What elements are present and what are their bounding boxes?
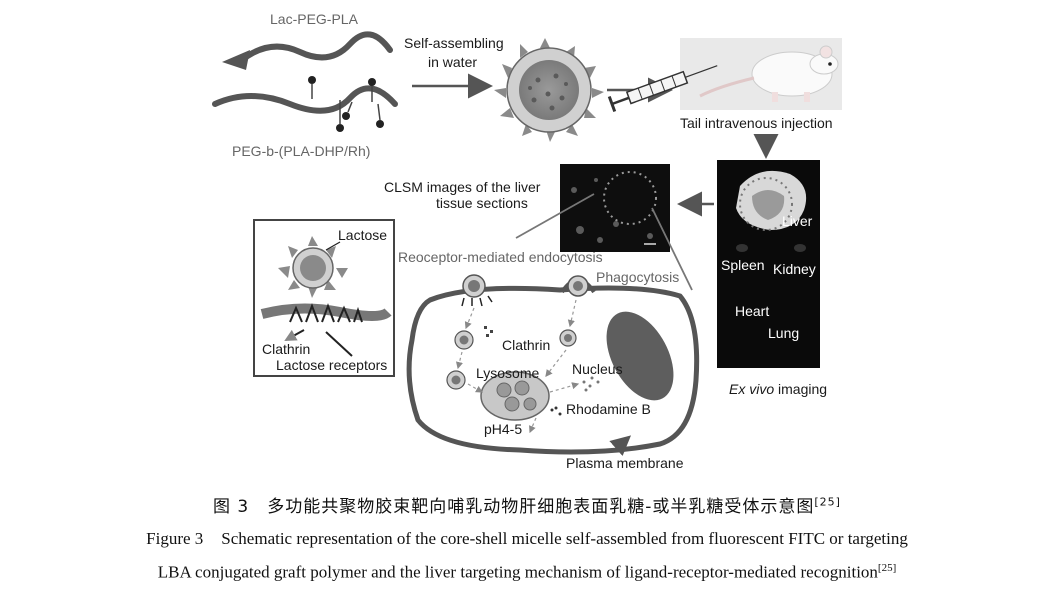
zoom-line-left: [515, 193, 595, 239]
receptor-inset: [253, 219, 395, 377]
syringe-icon: [607, 65, 718, 113]
label-plasma-membrane: Plasma membrane: [566, 455, 684, 471]
label-lung: Lung: [768, 325, 799, 341]
label-self-assembling: Self-assembling: [404, 35, 504, 51]
micelle: [494, 38, 604, 142]
peg-b-pla-polymer: [212, 76, 398, 132]
label-in-water: in water: [428, 54, 477, 70]
caption-cn-number: 图 3: [213, 497, 250, 517]
caption-en-ref: [25]: [877, 562, 897, 574]
clsm-panel: [560, 164, 670, 252]
label-nucleus: Nucleus: [572, 361, 623, 377]
label-lactose-receptors: Lactose receptors: [276, 357, 387, 373]
label-ph: pH4-5: [484, 421, 522, 437]
label-endocytosis: Reoceptor-mediated endocytosis: [398, 249, 603, 265]
mouse-panel: [680, 38, 842, 110]
label-clathrin-cell: Clathrin: [502, 337, 550, 353]
label-phagocytosis: Phagocytosis: [596, 269, 679, 285]
caption-english-line2: LBA conjugated graft polymer and the liv…: [0, 562, 1054, 583]
label-lactose: Lactose: [338, 227, 387, 243]
caption-en-line2-text: LBA conjugated graft polymer and the liv…: [157, 562, 878, 582]
label-kidney: Kidney: [773, 261, 816, 277]
label-lac-peg-pla: Lac-PEG-PLA: [270, 11, 359, 27]
label-clsm-2: tissue sections: [436, 195, 528, 211]
label-ex-vivo: Ex vivo imaging: [729, 381, 827, 397]
label-spleen: Spleen: [721, 257, 765, 273]
zoom-line-right: [651, 207, 693, 291]
label-tail-injection: Tail intravenous injection: [680, 115, 833, 131]
caption-en-number: Figure 3: [146, 529, 204, 548]
membrane-arrow: [609, 435, 632, 457]
caption-cn-text: 多功能共聚物胶束靶向哺乳动物肝细胞表面乳糖-或半乳糖受体示意图: [267, 497, 815, 517]
label-peg-b-pla: PEG-b-(PLA-DHP/Rh): [232, 143, 370, 159]
lac-peg-pla-polymer: [222, 31, 393, 70]
label-clsm-1: CLSM images of the liver: [384, 179, 541, 195]
label-heart: Heart: [735, 303, 769, 319]
caption-en-line1-text: Schematic representation of the core-she…: [221, 529, 908, 548]
schematic-figure: Lac-PEG-PLA PEG-b-(PLA-DHP/Rh) Self-asse…: [212, 11, 842, 471]
caption-english-line1: Figure 3 Schematic representation of the …: [0, 529, 1054, 549]
label-lysosome: Lysosome: [476, 365, 540, 381]
caption-chinese: 图 3 多功能共聚物胶束靶向哺乳动物肝细胞表面乳糖-或半乳糖受体示意图[25]: [0, 492, 1054, 517]
caption-cn-ref: [25]: [814, 495, 841, 509]
label-clathrin-inset: Clathrin: [262, 341, 310, 357]
hepatocyte-cell: [406, 274, 700, 455]
label-liver: Liver: [782, 213, 813, 229]
label-rhodamine: Rhodamine B: [566, 401, 651, 417]
ex-vivo-panel: [717, 160, 820, 368]
